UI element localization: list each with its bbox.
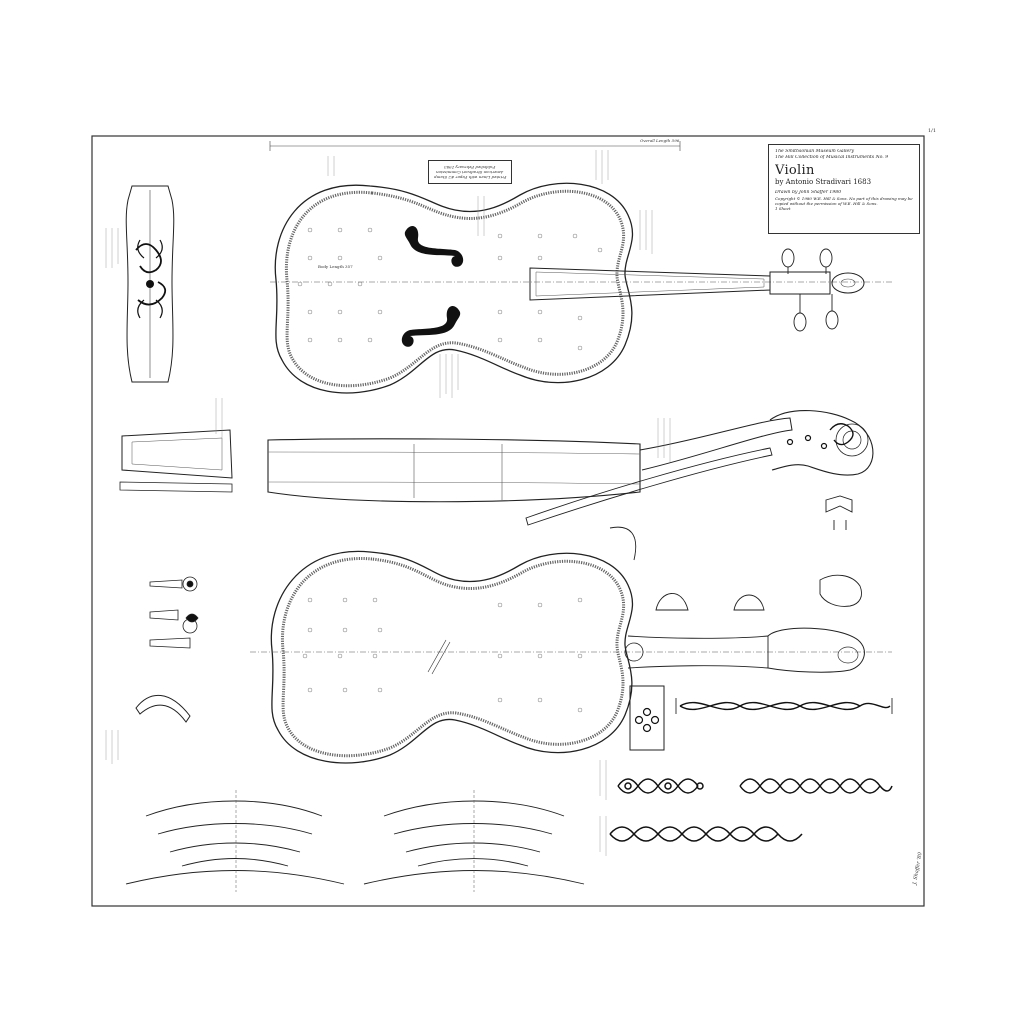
chinrest-detail [135, 694, 191, 723]
body-length-label: Body Length 357 [318, 264, 353, 269]
pegs-details [149, 576, 199, 649]
museum-line: The Smithsonian Museum Gallery [775, 149, 855, 154]
label-line-1: Printed Linen with Paper #2 Stamp [433, 174, 507, 180]
thickness-markers-back [302, 597, 583, 713]
printed-label-box: Published February 1983 American Stradiv… [428, 160, 512, 184]
top-dimension-line [269, 141, 681, 151]
top-dimension-text: Overall Length 596 [640, 138, 680, 143]
sheet-border [91, 135, 925, 907]
belly-outline [274, 182, 633, 394]
scroll-top [831, 272, 865, 294]
neck-back [627, 635, 769, 669]
neck-side [639, 417, 793, 471]
back-arching-curves [363, 790, 585, 892]
label-line-3: Published February 1983 [444, 164, 496, 170]
sheet-count: 1 Sheet [775, 206, 791, 211]
scroll-side [769, 410, 874, 476]
belly-arching-curves [125, 790, 345, 892]
belly-purfling [284, 189, 626, 388]
violin-side-view [119, 410, 874, 526]
collection-line: The Hill Collection of Musical Instrumen… [775, 155, 889, 160]
label-line-2: American Stradivari Commission [436, 169, 504, 175]
ornament-band-3 [739, 778, 893, 794]
pegs-top [781, 248, 839, 332]
drawn-by: Drawn by John Shaffer 1980 [775, 190, 842, 195]
scroll-back [767, 627, 865, 673]
corner-sheet-mark: 1/1 [928, 128, 937, 134]
ornament-band-2 [617, 778, 704, 794]
handwritten-annotations [105, 150, 671, 856]
back-outline [270, 550, 633, 764]
upper-f-hole [404, 226, 464, 267]
side-outline [267, 438, 641, 503]
ornament-band-1 [675, 698, 893, 714]
title-block: The Smithsonian Museum Gallery The Hill … [768, 144, 920, 234]
inlay-detail-box [629, 685, 665, 751]
violin-back-view [250, 550, 892, 764]
tailpiece-decorated [125, 185, 175, 383]
maker-line: by Antonio Stradivari 1683 [775, 178, 872, 186]
thickness-markers-top [297, 227, 603, 351]
tailpiece-plain [121, 429, 233, 479]
lower-f-hole [401, 306, 461, 347]
instrument-title: Violin [775, 163, 815, 178]
copyright-notice: Copyright © 1980 W.E. Hill & Sons. No pa… [775, 196, 913, 206]
bridge-profiles [609, 495, 862, 611]
ornament-band-4 [609, 826, 803, 842]
violin-belly-view: Body Length 357 [270, 182, 892, 394]
fingerboard-side [525, 447, 773, 526]
pegbox-top [769, 271, 831, 295]
